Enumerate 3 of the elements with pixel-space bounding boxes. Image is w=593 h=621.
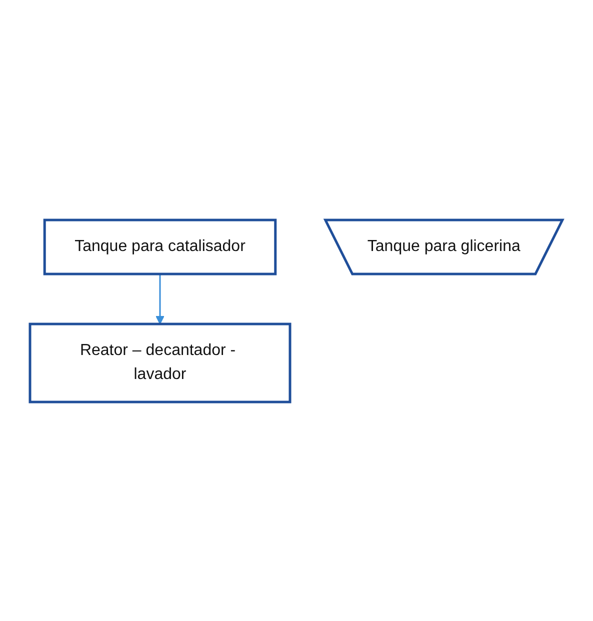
node-box: Reator – decantador - lavador <box>29 322 292 403</box>
node-box: Tanque para catalisador <box>44 218 277 275</box>
arrow <box>156 274 165 324</box>
